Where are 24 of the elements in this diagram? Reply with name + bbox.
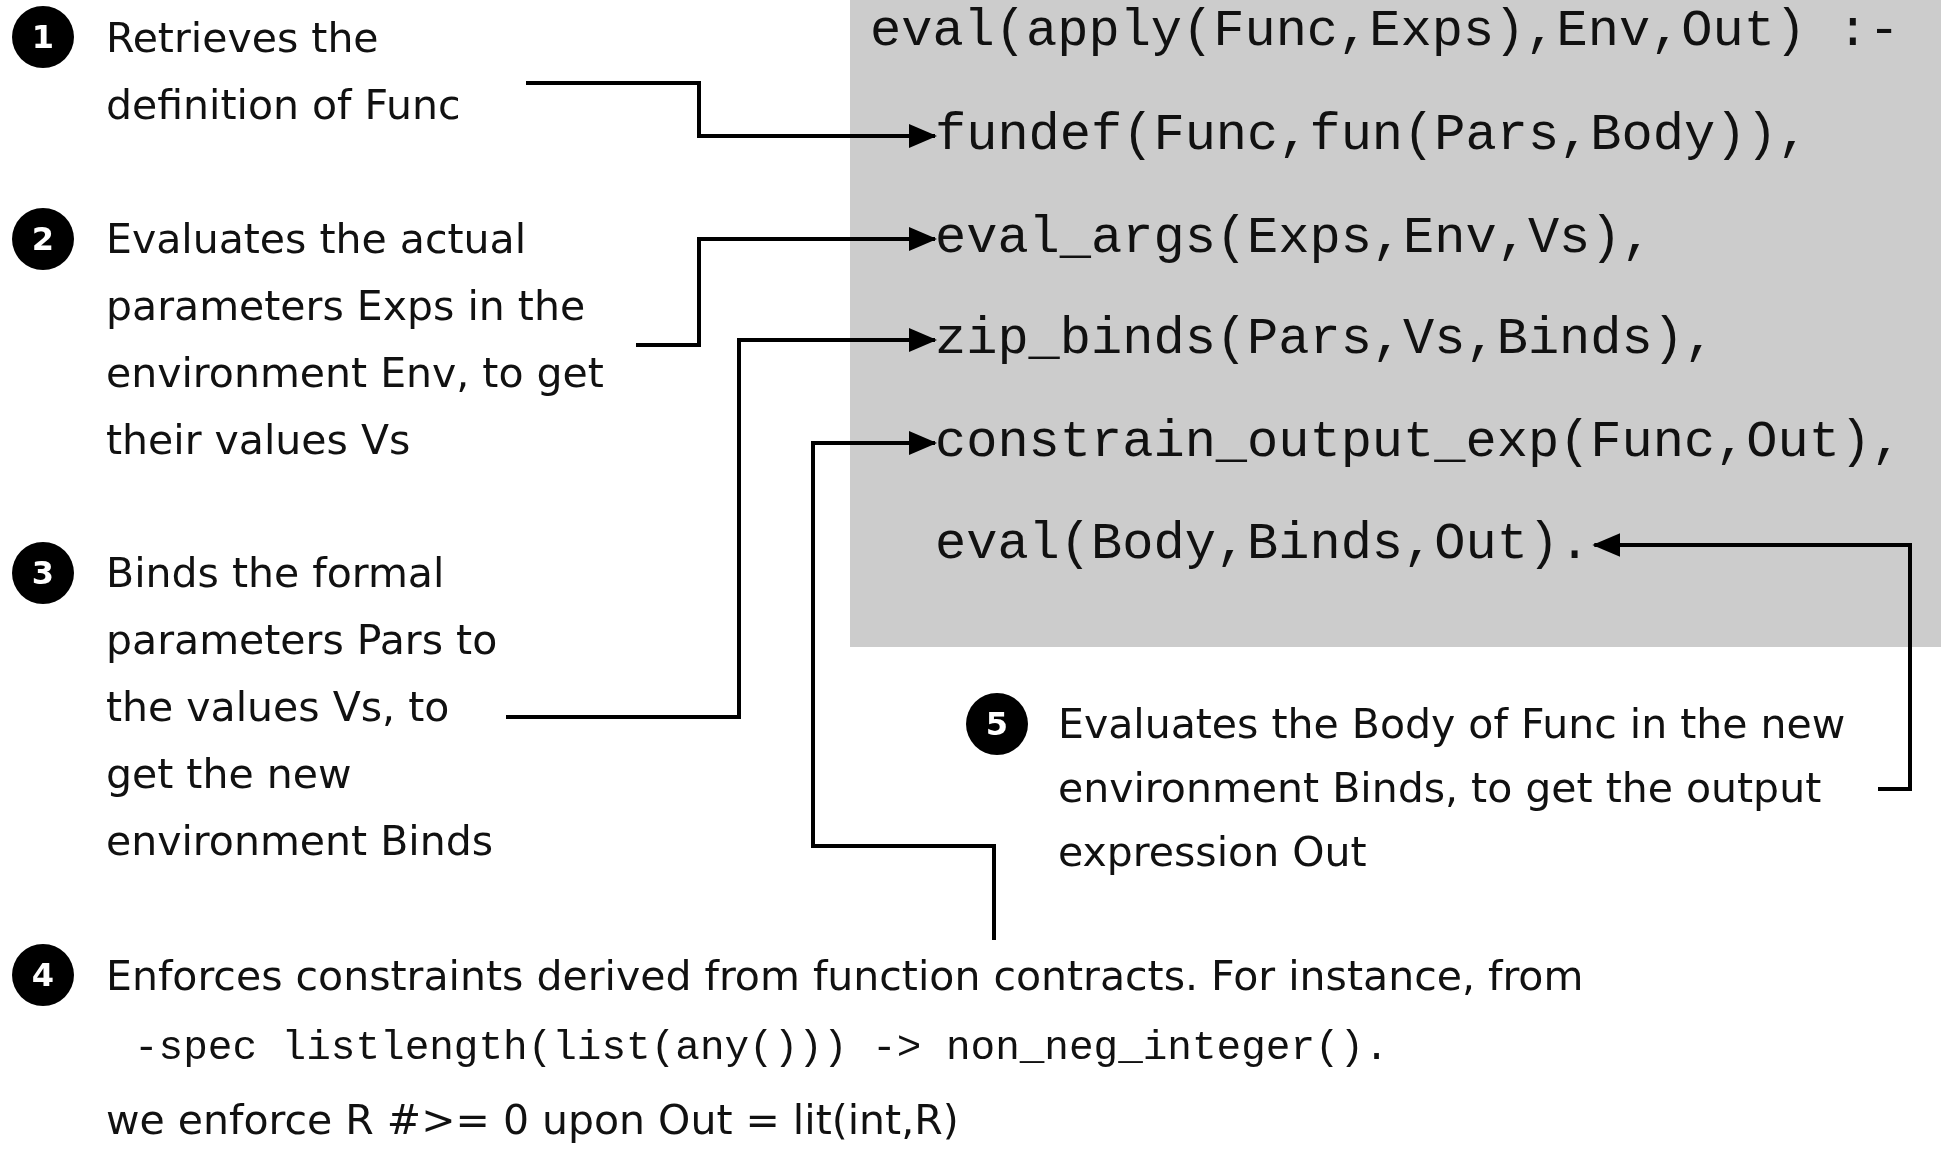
code-text: -spec listlength(list(any())) -> non_neg_integer(). xyxy=(134,1024,1389,1073)
code-line: zip_binds(Pars,Vs,Binds), xyxy=(935,310,1716,370)
annotation-text: Binds the formal parameters Pars to the values Vs, to get the new environment Binds xyxy=(106,540,506,875)
arrow xyxy=(526,81,937,148)
arrow xyxy=(811,431,996,940)
code-line: eval(apply(Func,Exps),Env,Out) :- xyxy=(870,2,1900,62)
annotation-text: Evaluates the actual parameters Exps in the environment Env, to get their values Vs xyxy=(106,206,636,474)
annotation-text: Enforces constraints derived from function contracts. For instance, from xyxy=(106,951,1584,1002)
number-badge: 3 xyxy=(12,542,74,604)
arrow xyxy=(636,227,937,347)
code-line: eval(Body,Binds,Out). xyxy=(935,515,1591,575)
arrow xyxy=(506,328,937,719)
annotation-text: we enforce R #>= 0 upon Out = lit(int,R) xyxy=(106,1095,959,1146)
annotation-text: Retrieves the definition of Func xyxy=(106,5,526,139)
code-line: eval_args(Exps,Env,Vs), xyxy=(935,209,1653,269)
number-badge: 2 xyxy=(12,208,74,270)
annotation-text: Evaluates the Body of Func in the new environment Binds, to get the output expression Out xyxy=(1058,692,1878,884)
code-panel xyxy=(850,0,1941,647)
code-line: constrain_output_exp(Func,Out), xyxy=(935,413,1903,473)
arrow xyxy=(1592,533,1912,791)
code-line: fundef(Func,fun(Pars,Body)), xyxy=(935,106,1809,166)
number-badge: 4 xyxy=(12,944,74,1006)
number-badge: 1 xyxy=(12,6,74,68)
number-badge: 5 xyxy=(966,693,1028,755)
